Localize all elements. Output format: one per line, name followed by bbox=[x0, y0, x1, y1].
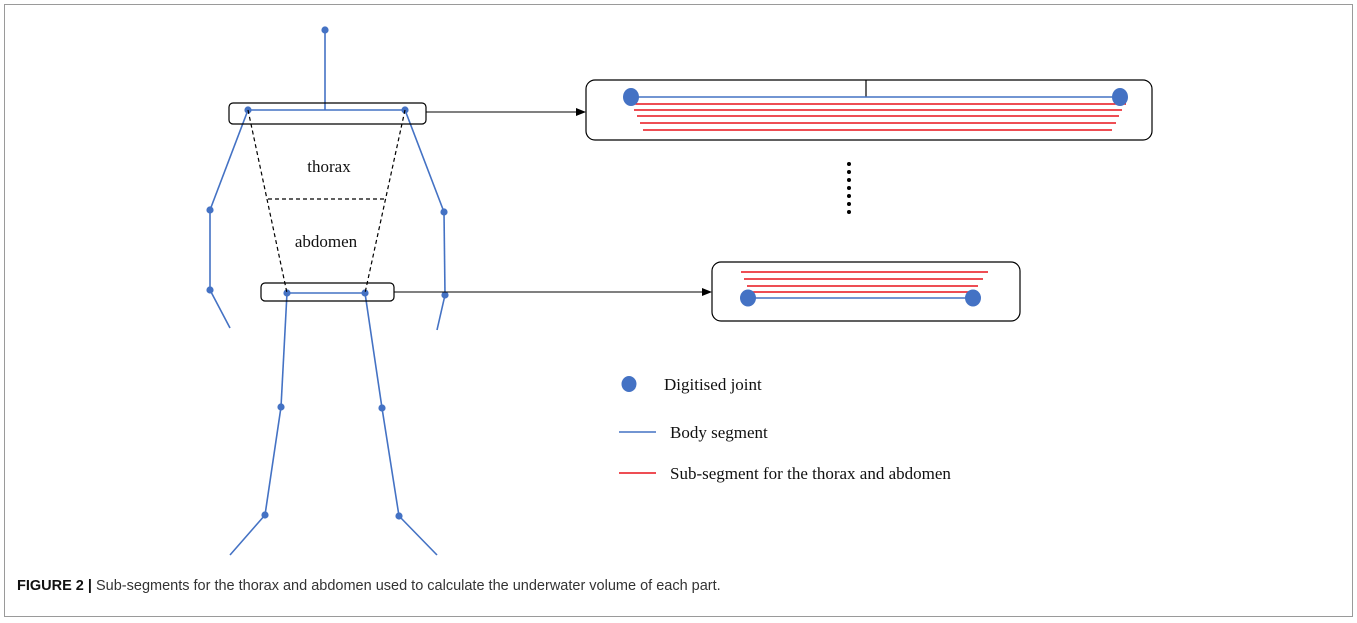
torso-left-dashed-edge bbox=[247, 109, 288, 294]
legend-joint-marker bbox=[621, 376, 637, 392]
ellipsis-dot bbox=[847, 186, 851, 190]
figure-caption-label: FIGURE 2 | bbox=[17, 578, 92, 594]
thorax-sub-segments bbox=[631, 103, 1126, 131]
left-ankle-joint bbox=[261, 511, 269, 519]
right-forearm-segment bbox=[443, 211, 446, 296]
abdomen-right-joint bbox=[965, 289, 981, 307]
legend-subsegment-label: Sub-segment for the thorax and abdomen bbox=[670, 464, 951, 483]
figure-caption-text: Sub-segments for the thorax and abdomen … bbox=[91, 578, 721, 594]
left-hand-segment bbox=[209, 289, 231, 329]
right-knee-joint bbox=[378, 404, 386, 412]
right-thigh-segment bbox=[364, 292, 383, 409]
left-hip-joint bbox=[283, 289, 291, 297]
right-foot-segment bbox=[398, 515, 438, 556]
stick-figure bbox=[209, 30, 446, 556]
left-knee-joint bbox=[277, 403, 285, 411]
thorax-right-joint bbox=[1112, 88, 1128, 106]
shoulder-selection-box bbox=[228, 102, 427, 125]
right-upper-arm-segment bbox=[404, 109, 445, 213]
vertical-ellipsis-dots bbox=[847, 162, 851, 214]
head-joint bbox=[321, 26, 329, 34]
left-elbow-joint bbox=[206, 206, 214, 214]
left-shank-segment bbox=[264, 406, 282, 516]
ellipsis-dot bbox=[847, 162, 851, 166]
figure-caption: FIGURE 2 | Sub-segments for the thorax a… bbox=[17, 578, 1337, 594]
abdomen-detail-box bbox=[711, 261, 1021, 322]
ellipsis-dot bbox=[847, 210, 851, 214]
ellipsis-dot bbox=[847, 170, 851, 174]
ellipsis-dot bbox=[847, 178, 851, 182]
abdomen-left-joint bbox=[740, 289, 756, 307]
right-hand-segment bbox=[436, 294, 446, 331]
legend: Digitised joint Body segment Sub-segment… bbox=[619, 375, 951, 483]
abdomen-sub-segments bbox=[741, 271, 988, 293]
right-shank-segment bbox=[381, 407, 400, 517]
right-elbow-joint bbox=[440, 208, 448, 216]
thorax-left-joint bbox=[623, 88, 639, 106]
legend-segment-label: Body segment bbox=[670, 423, 768, 442]
ellipsis-dot bbox=[847, 202, 851, 206]
left-wrist-joint bbox=[206, 286, 214, 294]
thorax-label: thorax bbox=[307, 157, 351, 176]
torso-right-dashed-edge bbox=[364, 109, 406, 294]
left-foot-segment bbox=[229, 514, 266, 556]
torso-dashed-outline bbox=[247, 109, 406, 294]
hip-selection-box bbox=[260, 282, 395, 302]
ellipsis-dot bbox=[847, 194, 851, 198]
right-ankle-joint bbox=[395, 512, 403, 520]
right-hip-joint bbox=[361, 289, 369, 297]
stick-figure-joints bbox=[206, 26, 449, 520]
right-wrist-joint bbox=[441, 291, 449, 299]
left-upper-arm-segment bbox=[209, 109, 249, 211]
abdomen-label: abdomen bbox=[295, 232, 358, 251]
thorax-detail-box bbox=[585, 79, 1153, 141]
left-thigh-segment bbox=[280, 292, 288, 408]
legend-joint-label: Digitised joint bbox=[664, 375, 762, 394]
